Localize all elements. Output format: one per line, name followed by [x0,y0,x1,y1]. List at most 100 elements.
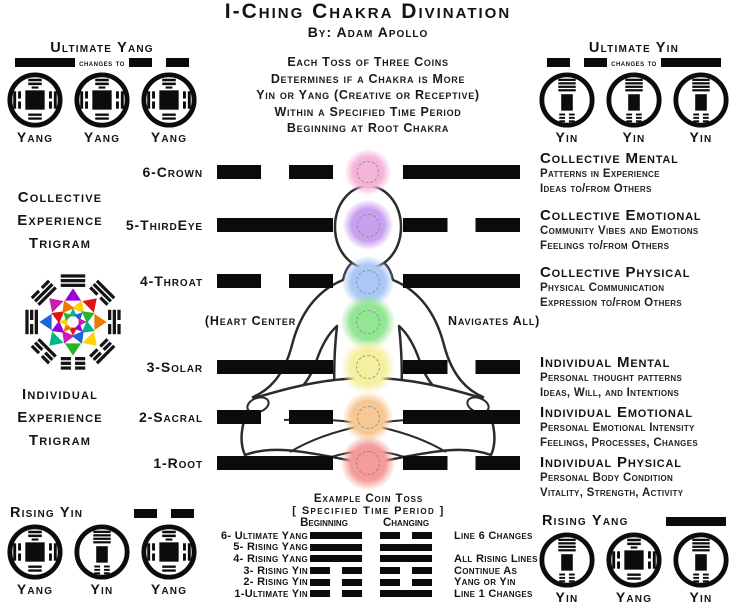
label-line: Experience [17,212,103,229]
changes-to-label: changes to [79,57,125,68]
coin: Yang [602,531,666,605]
example-coin-toss: Example Coin Toss [ Specified Time Perio… [196,493,541,600]
coin-label: Yang [16,129,54,145]
coin-label: Yang [615,589,653,605]
page-title: I-Ching Chakra Divination [224,0,512,23]
coin-row: Yin Yin Yin [534,71,734,145]
chakra-row-label: 1-Root [153,455,203,471]
label-line: Collective [17,189,103,206]
changes-to-row: changes to [2,56,202,69]
coin-yin-icon [672,531,730,589]
label-line: Trigram [28,432,92,449]
coin-yang-icon [605,531,663,589]
intro-line: Within a Specified Time Period [274,104,462,119]
coin-group-title: Rising Yang [542,513,629,529]
example-note: Line 6 Changes [454,529,533,542]
beginning-line [310,555,362,563]
group-head: Rising Yang [534,513,734,529]
changes-to-row: changes to [534,56,734,69]
chakra-row-solar: 3-Solar [0,359,736,375]
changing-line [380,543,432,551]
coin-group-title: Ultimate Yin [588,40,680,56]
ultimate-yin-group: Ultimate Yin changes to Yin Yin Yin [534,40,734,145]
beginning-line [310,532,362,540]
example-subtitle: [ Specified Time Period ] [292,505,445,517]
yin-line [134,508,194,518]
beginning-line [310,543,362,551]
bagua-mandala [25,274,121,370]
block-line: Physical Communication [540,282,665,294]
example-row: 4- Rising Yang All Rising Lines [196,553,541,565]
chakra-row-third-eye: 5-ThirdEye [0,217,736,233]
group-head: Rising Yin [2,505,202,521]
example-row: 1-Ultimate Yin Line 1 Changes [196,588,541,600]
beginning-line [310,590,362,598]
example-note: Line 1 Changes [454,587,533,600]
yin-line [547,58,608,67]
sacral-chakra [343,392,393,442]
coin-label: Yin [622,129,646,145]
changing-line [380,590,432,598]
block-title: Individual Emotional [540,404,693,421]
individual-trigram-label: Individual Experience Trigram [0,383,120,452]
individual-physical-block: Individual Physical Personal Body Condit… [540,454,736,500]
coin: Yang [3,71,67,145]
coin: Yin [669,71,733,145]
hexagram-line-left [217,274,333,288]
yang-line [660,58,721,67]
coin-yang-icon [73,71,131,129]
changing-line [380,555,432,563]
coin-label: Yin [689,129,713,145]
collective-mental-block: Collective Mental Patterns in Experience… [540,150,736,196]
intro-line: Beginning at Root Chakra [286,121,450,135]
block-line: Personal Body Condition [540,472,674,484]
block-title: Individual Mental [540,354,671,371]
example-note: Yang or Yin [454,576,516,589]
yang-line [15,58,76,67]
chakra-row-label: 4-Throat [139,273,203,289]
beginning-line [310,578,362,586]
example-row: 6- Ultimate Yang Line 6 Changes [196,530,541,542]
chakra-row-sacral: 2-Sacral [0,409,736,425]
coin-label: Yin [689,589,713,605]
example-row: 3- Rising Yin Continue As [196,565,541,577]
coin-label: Yang [83,129,121,145]
individual-mental-block: Individual Mental Personal thought patte… [540,354,736,400]
changing-line [380,567,432,575]
label-line: Individual [21,386,99,403]
intro-line: Each Toss of Three Coins [287,55,449,69]
individual-emotional-block: Individual Emotional Personal Emotional … [540,404,736,450]
changing-line [380,578,432,586]
block-line: Personal thought patterns [540,372,683,384]
block-title: Collective Mental [540,150,679,167]
root-chakra [341,436,395,490]
block-title: Collective Physical [540,264,691,281]
example-row-label: 3- Rising Yin [243,564,308,577]
chakra-row-throat: 4-Throat [0,273,736,289]
beginning-line [310,567,362,575]
hexagram-line-right [403,165,520,179]
example-row-label: 6- Ultimate Yang [220,529,308,542]
block-title: Individual Physical [540,454,682,471]
coin-row: Yang Yin Yang [2,523,202,597]
collective-physical-block: Collective Physical Physical Communicati… [540,264,736,310]
coin-yin-icon [538,71,596,129]
coin-yin-icon [538,531,596,589]
block-line: Patterns in Experience [540,168,660,180]
coin: Yang [70,71,134,145]
coin-yang-icon [140,523,198,581]
example-title: Example Coin Toss [313,493,424,505]
changing-line [380,532,432,540]
hexagram-line-left [217,218,333,232]
coin: Yang [137,71,201,145]
block-line: Feelings to/from Others [540,239,670,252]
label-line: Trigram [28,235,92,252]
coin-label: Yin [555,589,579,605]
beginning-header: Beginning [300,517,348,529]
navigates-all-label: Navigates All) [448,314,541,328]
example-row: 2- Rising Yin Yang or Yin [196,576,541,588]
hexagram-line-right [403,218,520,232]
chakra-row-root: 1-Root [0,455,736,471]
collective-trigram-label: Collective Experience Trigram [0,186,120,255]
